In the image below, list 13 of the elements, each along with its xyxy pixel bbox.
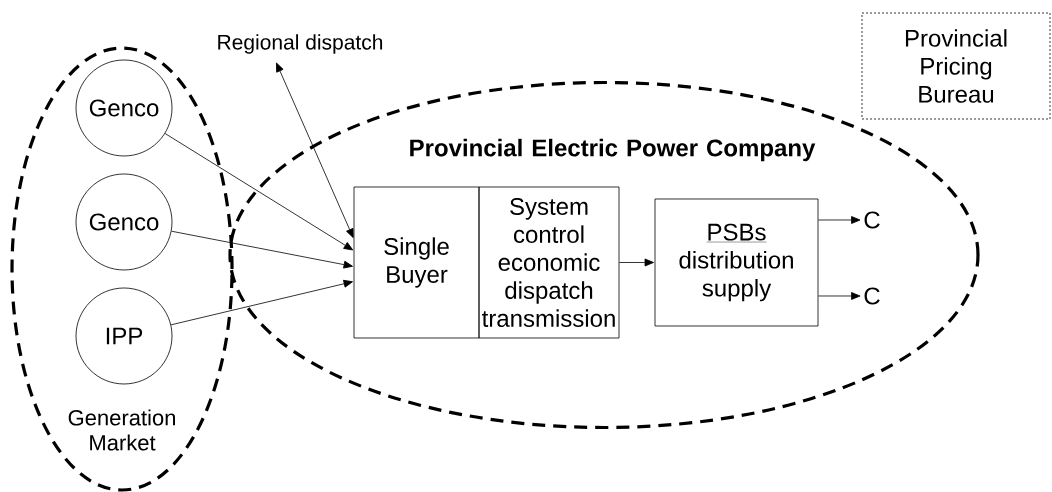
agency-box: Provincial Pricing Bureau xyxy=(861,12,1051,120)
arrow xyxy=(619,258,654,267)
arrow xyxy=(818,216,861,224)
arrow xyxy=(171,230,353,269)
consumer-label: C xyxy=(864,287,880,305)
process-box: PSBs distribution supply xyxy=(654,198,819,327)
arrow xyxy=(164,133,354,251)
arrow xyxy=(818,292,861,300)
consumer-label: C xyxy=(864,211,880,229)
process-box: System control economic dispatch transmission xyxy=(478,186,620,339)
arrow xyxy=(276,62,354,238)
process-box: Single Buyer xyxy=(353,186,480,339)
arrow xyxy=(170,279,353,326)
